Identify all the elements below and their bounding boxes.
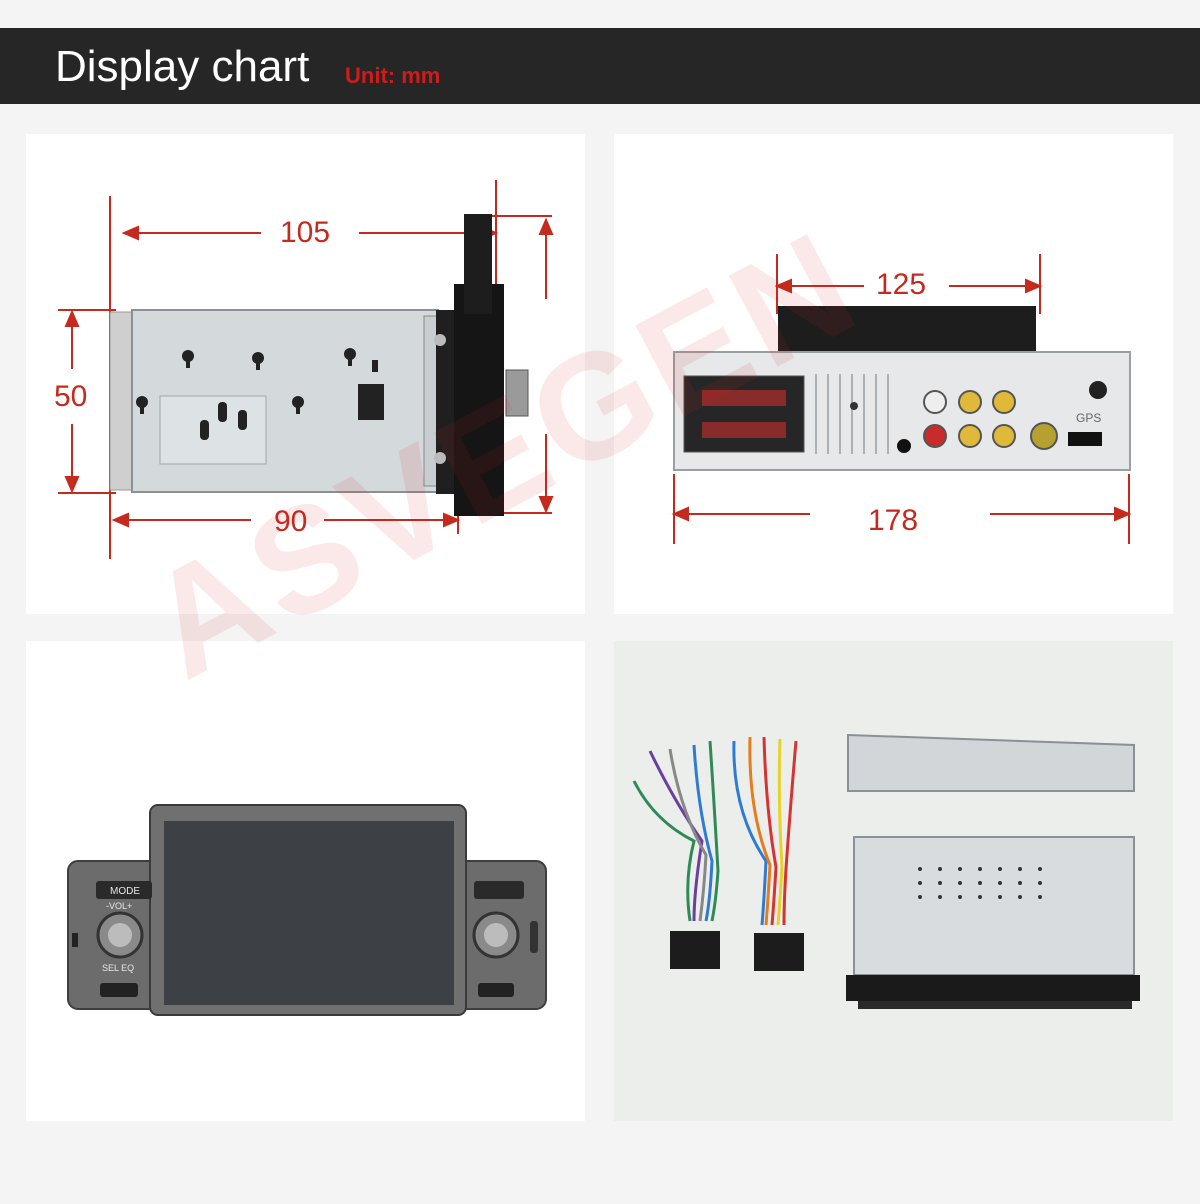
side-height-label: 50 <box>54 380 87 413</box>
page-title: Display chart <box>55 42 310 91</box>
side-depth-label: 90 <box>274 505 307 538</box>
mode-label: MODE <box>110 886 140 897</box>
sel-eq-label: SEL EQ <box>102 963 134 973</box>
package-contents-panel <box>614 641 1173 1121</box>
front-view-panel: MODE -VOL+ SEL EQ <box>26 641 585 1121</box>
package-contents-drawing <box>632 733 1140 1009</box>
rear-view-panel: 125 178 GPS <box>614 134 1173 614</box>
rear-view-drawing: 125 178 GPS <box>671 254 1132 544</box>
unit-label: Unit: mm <box>345 63 441 88</box>
side-length-label: 105 <box>280 216 330 249</box>
gps-label: GPS <box>1076 411 1101 425</box>
side-view-drawing: 105 50 90 <box>54 180 554 559</box>
vol-label: -VOL+ <box>106 901 132 911</box>
front-view-drawing: MODE -VOL+ SEL EQ <box>67 804 547 1016</box>
rear-chassis-width-label: 125 <box>876 268 926 301</box>
rear-panel-width-label: 178 <box>868 504 918 537</box>
side-view-panel: 105 50 90 <box>26 134 585 614</box>
header-bar: Display chart Unit: mm <box>0 28 1200 104</box>
